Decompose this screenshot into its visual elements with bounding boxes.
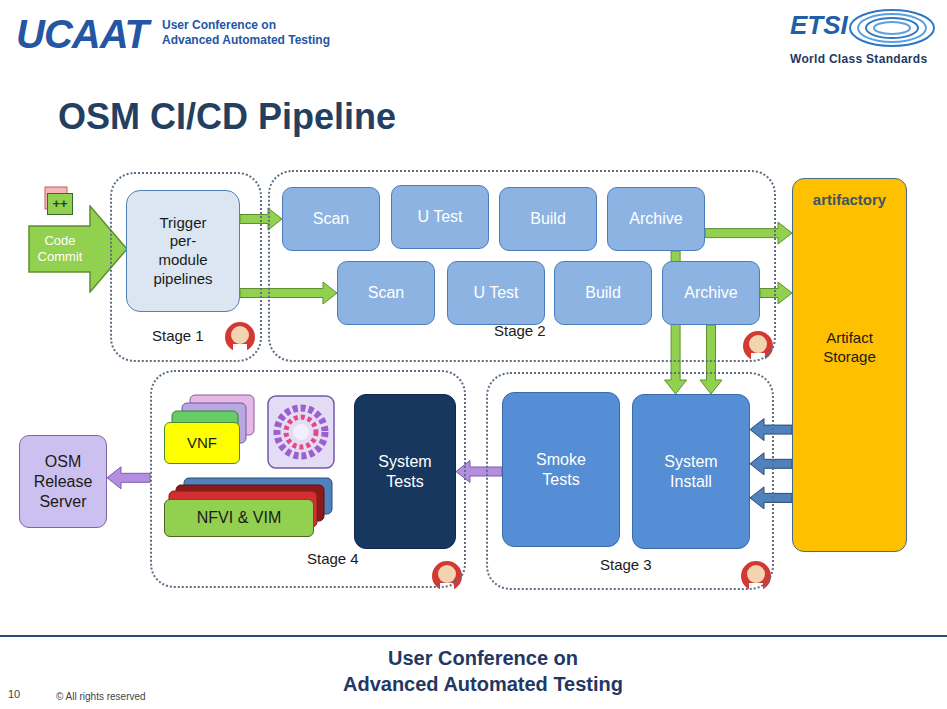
copyright: © All rights reserved	[56, 691, 146, 702]
process-box: Build	[554, 261, 652, 325]
process-box: Scan	[337, 261, 435, 325]
process-box: Archive	[607, 187, 705, 251]
node-text: Archive	[629, 209, 682, 229]
vnf-box: VNF	[164, 422, 240, 464]
commit-arrow: Code Commit	[28, 205, 128, 293]
block-arrow	[107, 467, 150, 489]
commit-icon: ++	[47, 193, 73, 215]
logo-tagline: World Class Standards	[790, 52, 927, 66]
logo-text: artifactory	[793, 191, 906, 210]
logo-subtitle: User Conference on Advanced Automated Te…	[162, 18, 334, 48]
page-number: 10	[8, 688, 20, 700]
process-box: System Install	[632, 394, 750, 549]
block-arrow	[750, 487, 792, 509]
stage-label: Stage 1	[152, 327, 204, 346]
stage-region: Stage 4 VNF NFVI & VIM System Tests	[150, 370, 466, 588]
process-box: Archive	[662, 261, 760, 325]
server-box: OSM Release Server	[19, 435, 107, 528]
storage-box: artifactoryArtifact Storage	[792, 178, 907, 552]
block-arrow	[705, 222, 792, 244]
footer-text: User Conference on Advanced Automated Te…	[341, 645, 625, 697]
node-text: Build	[585, 283, 621, 303]
nfvi-box: NFVI & VIM	[164, 499, 314, 537]
node-text: Build	[530, 209, 566, 229]
node-text: NFVI & VIM	[197, 508, 281, 528]
node-text: Smoke Tests	[525, 450, 597, 490]
process-box: Trigger per-module pipelines	[126, 190, 240, 312]
stage-label: Stage 4	[307, 550, 359, 569]
node-text: OSM Release Server	[26, 452, 100, 512]
block-arrow	[700, 325, 722, 394]
block-arrow	[750, 453, 792, 475]
process-box: Smoke Tests	[502, 392, 620, 547]
logo-text: UCAAT	[16, 12, 148, 57]
process-box: Build	[499, 187, 597, 251]
process-box: U Test	[447, 261, 545, 325]
node-text: Code Commit	[30, 226, 90, 272]
stage-region: Stage 1 Trigger per-module pipelines	[110, 172, 262, 362]
node-text: VNF	[187, 434, 217, 453]
stage-region: Stage 2ScanU TestBuildArchiveScanU TestB…	[268, 170, 776, 362]
node-text: System Tests	[369, 452, 441, 492]
node-text: Scan	[313, 209, 349, 229]
node-text: System Install	[655, 452, 727, 492]
node-text: Trigger per-module pipelines	[147, 214, 219, 289]
process-box: U Test	[391, 185, 489, 249]
stage-region: Stage 3 Smoke Tests System Install	[486, 372, 774, 590]
slide-title: OSM CI/CD Pipeline	[58, 96, 396, 138]
node-text: Scan	[368, 283, 404, 303]
node-text: U Test	[473, 283, 518, 303]
block-arrow	[456, 461, 502, 483]
process-box: Scan	[282, 187, 380, 251]
node-text: U Test	[417, 207, 462, 227]
stage-label: Stage 3	[600, 556, 652, 575]
logo-text: ETSI	[790, 10, 848, 41]
process-box: System Tests	[354, 394, 456, 549]
block-arrow	[240, 282, 337, 304]
node-text: Archive	[684, 283, 737, 303]
block-arrow	[760, 282, 792, 304]
node-text: Artifact Storage	[801, 329, 898, 367]
block-arrow	[750, 419, 792, 441]
